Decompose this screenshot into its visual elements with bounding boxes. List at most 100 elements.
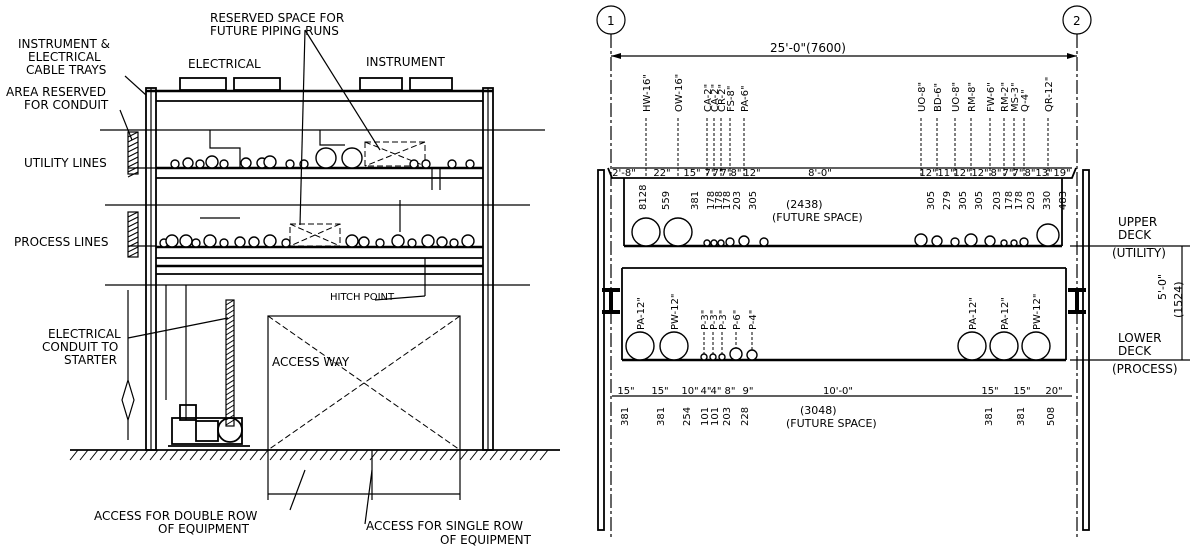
i-beam-left: [602, 288, 620, 314]
instrument-tray: [359, 77, 403, 91]
lower-line-label: P-3": [709, 310, 720, 330]
upper-dim-mm: 305: [748, 191, 759, 210]
double-row-label: ACCESS FOR DOUBLE ROW: [94, 509, 257, 523]
upper-dim-ft: 13": [1035, 168, 1052, 179]
lower-dim-ft: 20": [1045, 386, 1062, 397]
deck-spacing-mm: (1524): [1172, 281, 1185, 318]
grid-label: 2: [1073, 14, 1081, 28]
pipe-icon: [421, 234, 435, 248]
lower-dim-mm: 203: [722, 407, 733, 426]
ground-hatch: [69, 449, 549, 461]
upper-dimensions: 2'-8"22"15"7"7"7"8"12"8'-0"12"11"12"12"8…: [612, 168, 1071, 210]
conduit-starter-label: STARTER: [64, 353, 117, 367]
upper-dim-mm: 178: [714, 191, 725, 210]
pipe-icon: [195, 159, 205, 169]
pipe-icon: [179, 234, 193, 248]
lower-line-label: PW-12": [670, 294, 681, 330]
upper-dim-ft: 22": [653, 168, 670, 179]
upper-dim-ft: 8": [731, 168, 742, 179]
lower-dim-mm: 381: [1016, 407, 1027, 426]
pipe-icon: [931, 235, 943, 247]
electrical-tray: [179, 77, 227, 91]
upper-line-label: CA-2": [703, 84, 714, 112]
pipe-icon: [170, 159, 180, 169]
upper-dim-mm: 559: [661, 191, 672, 210]
double-row-label: OF EQUIPMENT: [158, 522, 250, 536]
pipe-icon: [1021, 331, 1051, 361]
pipe-icon: [964, 233, 978, 247]
upper-dim-mm: 8128: [638, 185, 649, 210]
rack-elevation-view: RESERVED SPACE FOR FUTURE PIPING RUNS IN…: [6, 11, 560, 547]
upper-line-label: MS-3": [1010, 82, 1021, 112]
pipe-icon: [285, 159, 295, 169]
upper-line-label: FS-8": [726, 86, 737, 113]
reserved-space-box: [364, 141, 426, 167]
utility-pipes: [170, 147, 475, 169]
pipe-icon: [248, 236, 260, 248]
pipe-icon: [447, 159, 457, 169]
electrical-tray-label: ELECTRICAL: [188, 57, 261, 71]
upper-line-label: RM-8": [967, 82, 978, 112]
pipe-icon: [725, 237, 735, 247]
upper-dim-ft: 12": [953, 168, 970, 179]
upper-dim-mm: 305: [926, 191, 937, 210]
pipe-icon: [449, 238, 459, 248]
conduit-area: [127, 211, 139, 258]
pipe-icon: [436, 236, 448, 248]
pipe-icon: [703, 239, 711, 247]
upper-dim-mm: 178: [1004, 191, 1015, 210]
pipe-icon: [341, 147, 363, 169]
pipe-icon: [746, 349, 758, 361]
span-dimension: 25'-0"(7600): [770, 41, 846, 55]
pipe-icon: [375, 238, 385, 248]
upper-dim-ft: 11": [937, 168, 954, 179]
pipe-icon: [240, 157, 252, 169]
pipe-icon: [1019, 237, 1029, 247]
pipe-icon: [461, 234, 475, 248]
lower-dim-mm: 381: [656, 407, 667, 426]
conduit-area-label: FOR CONDUIT: [24, 98, 109, 112]
pipe-icon: [345, 234, 359, 248]
upper-dim-ft: 8'-0": [808, 168, 832, 179]
process-pipes: [159, 234, 475, 248]
upper-dim-ft: 7": [705, 168, 716, 179]
lower-line-label: P-3": [700, 310, 711, 330]
pipe-icon: [234, 236, 246, 248]
pipe-icon: [421, 159, 431, 169]
upper-dim-mm: 381: [690, 191, 701, 210]
lower-line-label: PA-12": [968, 297, 979, 330]
cable-tray-label: CABLE TRAYS: [26, 63, 106, 77]
pipe-icon: [219, 238, 229, 248]
lower-dim-mm: 228: [740, 407, 751, 426]
lower-dim-ft: 15": [1013, 386, 1030, 397]
upper-line-label: HW-16": [642, 74, 653, 112]
process-lines-label: PROCESS LINES: [14, 235, 108, 249]
lower-deck-label: LOWER: [1118, 331, 1162, 345]
right-post: [1082, 169, 1090, 531]
upper-deck-label: UPPER: [1118, 215, 1157, 229]
upper-dim-mm: 178: [722, 191, 733, 210]
pipe-icon: [281, 238, 291, 248]
lower-dim-ft: 15": [617, 386, 634, 397]
pipe-icon: [631, 217, 661, 247]
pipe-icon: [717, 239, 725, 247]
upper-future-label: (FUTURE SPACE): [772, 211, 863, 224]
pipe-icon: [391, 234, 405, 248]
upper-line-label: RM-2": [1000, 82, 1011, 112]
pipe-icon: [984, 235, 996, 247]
upper-dim-mm: 279: [942, 191, 953, 210]
pipe-icon: [759, 237, 769, 247]
lower-line-label: P-3": [718, 310, 729, 330]
upper-line-label: BD-6": [933, 83, 944, 112]
lower-line-label: PA-12": [1000, 297, 1011, 330]
pipe-icon: [718, 353, 726, 361]
upper-line-label: FW-6": [986, 82, 997, 112]
upper-dim-ft: 12": [743, 168, 760, 179]
lower-line-label: PW-12": [1032, 294, 1043, 330]
lower-line-label: P-4": [748, 310, 759, 330]
pipe-icon: [738, 235, 750, 247]
single-row-label: OF EQUIPMENT: [440, 533, 532, 547]
upper-dim-ft: 2'-8": [612, 168, 636, 179]
lower-dim-mm: 101: [700, 407, 711, 426]
